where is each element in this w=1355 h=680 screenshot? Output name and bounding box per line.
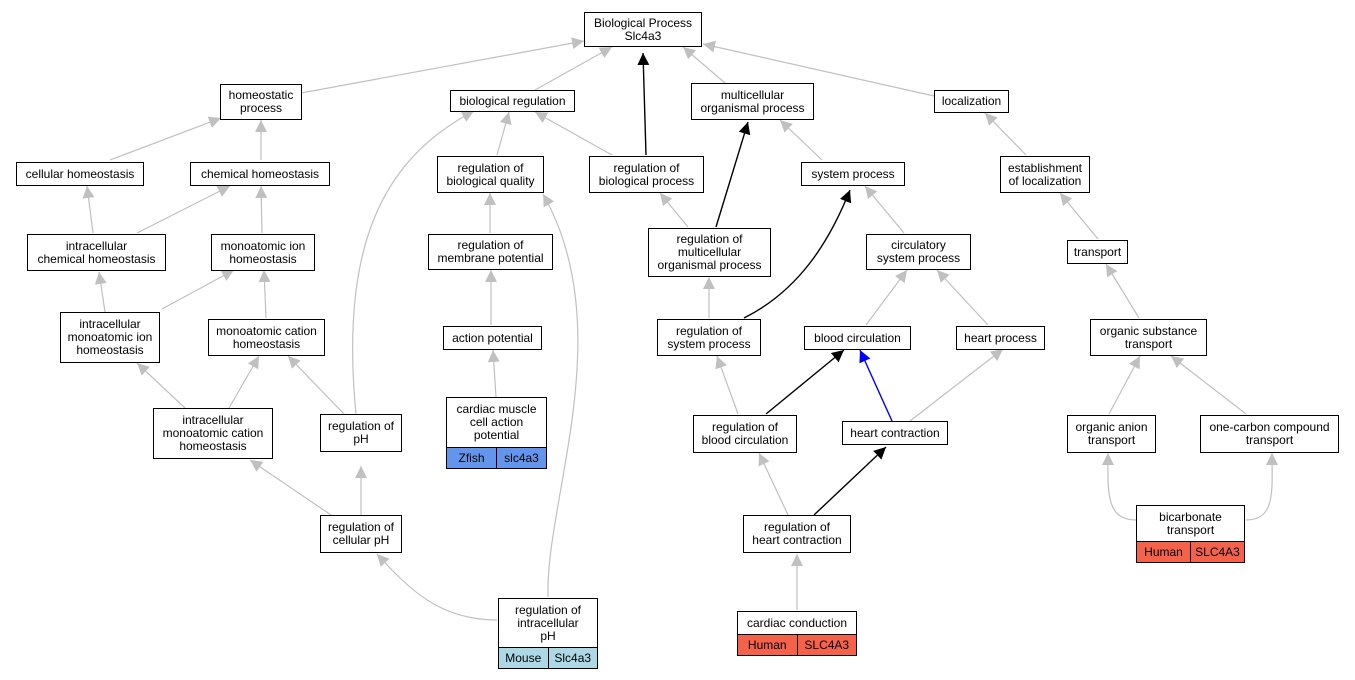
leaf-regulation-of-intracellular-ph[interactable]: regulation of intracellular pH Mouse Slc…: [498, 598, 598, 669]
edge-orgsub-to-transport: [1105, 263, 1140, 319]
edge-regheart-to-regblood: [758, 452, 789, 516]
node-system-process[interactable]: system process: [801, 162, 905, 186]
node-intracellular-monoatomic-cation-homeostasis[interactable]: intracellular monoatomic cation homeosta…: [153, 408, 273, 459]
edge-regsys-to-sysproc-highlight: [743, 189, 852, 319]
leaf-cardiac-conduction[interactable]: cardiac conduction Human SLC4A3: [737, 611, 857, 656]
edge-bicarb-to-onecarbon: [1245, 452, 1279, 521]
node-action-potential[interactable]: action potential: [443, 326, 542, 350]
node-heart-process[interactable]: heart process: [956, 326, 1045, 350]
edge-regheart-to-heartcontr-highlight: [813, 446, 887, 516]
node-monoatomic-ion-homeostasis[interactable]: monoatomic ion homeostasis: [211, 234, 315, 271]
edge-localization-to-bp: [702, 40, 935, 97]
edge-bioreg-to-bp: [534, 46, 613, 91]
edge-anion-to-orgsub: [1108, 355, 1141, 415]
node-monoatomic-cation-homeostasis[interactable]: monoatomic cation homeostasis: [208, 319, 325, 356]
species-tag: Human: [738, 635, 797, 655]
edge-monoion-to-chemhomeo: [255, 185, 268, 234]
node-localization[interactable]: localization: [934, 90, 1009, 113]
edge-multicellular-to-bp: [682, 46, 726, 84]
leaf-label: cardiac conduction: [746, 615, 848, 630]
edge-regbiop-to-bioreg: [534, 111, 613, 156]
leaf-label: regulation of intracellular pH: [514, 602, 582, 643]
node-heart-contraction[interactable]: heart contraction: [842, 421, 948, 445]
edge-iion-to-monoion: [161, 269, 235, 310]
gene-tag: SLC4A3: [796, 635, 856, 655]
edge-intraph-to-regcellph: [376, 553, 498, 621]
node-establishment-of-localization[interactable]: establishment of localization: [1000, 156, 1090, 193]
gene-tag: Slc4a3: [547, 648, 597, 668]
edge-onecarbon-to-orgsub: [1170, 355, 1247, 415]
node-regulation-of-cellular-ph[interactable]: regulation of cellular pH: [320, 515, 402, 553]
node-cellular-homeostasis[interactable]: cellular homeostasis: [16, 162, 144, 186]
edge-regmulti-to-multicellular-highlight: [715, 121, 751, 228]
node-intracellular-monoatomic-ion-homeostasis[interactable]: intracellular monoatomic ion homeostasis: [60, 312, 160, 363]
edge-icellchem-to-chemhomeo: [136, 185, 231, 234]
species-tag: Mouse: [499, 648, 548, 668]
species-tag: Human: [1137, 542, 1190, 562]
edge-regph-to-monocation: [287, 355, 345, 415]
edge-regcellph-to-icat: [249, 459, 332, 516]
edge-iion-to-icellchem: [94, 271, 107, 313]
species-tag: Zfish: [447, 448, 496, 468]
edge-sysproc-to-multicellular: [779, 119, 823, 161]
node-organic-substance-transport[interactable]: organic substance transport: [1090, 319, 1207, 356]
node-blood-circulation[interactable]: blood circulation: [804, 326, 911, 350]
node-homeostatic-process[interactable]: homeostatic process: [220, 84, 302, 120]
edge-bloodcirc-to-circ: [865, 269, 908, 326]
edge-heartproc-to-circ: [936, 269, 989, 326]
edge-icellchem-to-cellhomeo: [82, 185, 95, 234]
edge-icat-to-monocation: [228, 355, 260, 409]
edge-intraph-to-regbioq: [542, 193, 579, 598]
leaf-cardiac-muscle-cell-action-potential[interactable]: cardiac muscle cell action potential Zfi…: [446, 397, 547, 469]
node-regulation-of-membrane-potential[interactable]: regulation of membrane potential: [428, 234, 553, 270]
edge-regblood-to-regsys: [715, 355, 739, 415]
node-chemical-homeostasis[interactable]: chemical homeostasis: [190, 162, 330, 186]
edge-actpotcardiac-to-actpot: [487, 349, 500, 398]
edge-transport-to-estloc: [1059, 192, 1099, 240]
node-regulation-of-heart-contraction[interactable]: regulation of heart contraction: [743, 515, 851, 553]
node-regulation-of-biological-quality[interactable]: regulation of biological quality: [437, 156, 544, 193]
edge-monocation-to-monoion: [258, 269, 271, 319]
edge-regblood-to-bloodcirc-highlight: [765, 349, 845, 415]
node-one-carbon-compound-transport[interactable]: one-carbon compound transport: [1200, 415, 1339, 453]
node-biological-process[interactable]: Biological Process Slc4a3: [584, 12, 702, 47]
edge-cellhomeo-to-homeostatic: [109, 116, 222, 161]
node-intracellular-chemical-homeostasis[interactable]: intracellular chemical homeostasis: [27, 234, 166, 271]
node-regulation-of-biological-process[interactable]: regulation of biological process: [589, 156, 704, 193]
edge-circ-to-sysproc: [864, 185, 905, 234]
edge-icat-to-iion: [136, 362, 186, 409]
node-biological-regulation[interactable]: biological regulation: [450, 90, 575, 112]
node-regulation-of-multicellular-organismal-process[interactable]: regulation of multicellular organismal p…: [648, 228, 771, 277]
leaf-bicarbonate-transport[interactable]: bicarbonate transport Human SLC4A3: [1136, 505, 1245, 563]
node-regulation-of-ph[interactable]: regulation of pH: [320, 414, 402, 452]
leaf-label: bicarbonate transport: [1159, 509, 1222, 537]
gene-tag: slc4a3: [496, 448, 546, 468]
edge-regbiop-to-bp-highlight: [637, 52, 650, 156]
edge-regmulti-to-regbiop: [659, 192, 689, 228]
edge-estloc-to-localization: [984, 112, 1027, 156]
node-circulatory-system-process[interactable]: circulatory system process: [866, 234, 971, 270]
edge-regph-to-bioreg: [351, 110, 475, 415]
edge-bicarb-to-anion: [1101, 452, 1137, 521]
leaf-label: cardiac muscle cell action potential: [456, 402, 537, 442]
edge-heartcontr-to-heartproc: [909, 348, 1004, 422]
edge-homeostatic-to-bp: [300, 37, 585, 94]
node-organic-anion-transport[interactable]: organic anion transport: [1067, 415, 1156, 453]
edge-regbioq-to-bioreg: [496, 111, 512, 156]
edge-heartcontr-to-bloodcirc-blue: [859, 349, 893, 422]
node-multicellular-organismal-process[interactable]: multicellular organismal process: [691, 83, 814, 120]
node-regulation-of-system-process[interactable]: regulation of system process: [657, 319, 761, 356]
gene-tag: SLC4A3: [1190, 542, 1244, 562]
node-regulation-of-blood-circulation[interactable]: regulation of blood circulation: [693, 415, 797, 453]
node-transport[interactable]: transport: [1067, 240, 1128, 264]
